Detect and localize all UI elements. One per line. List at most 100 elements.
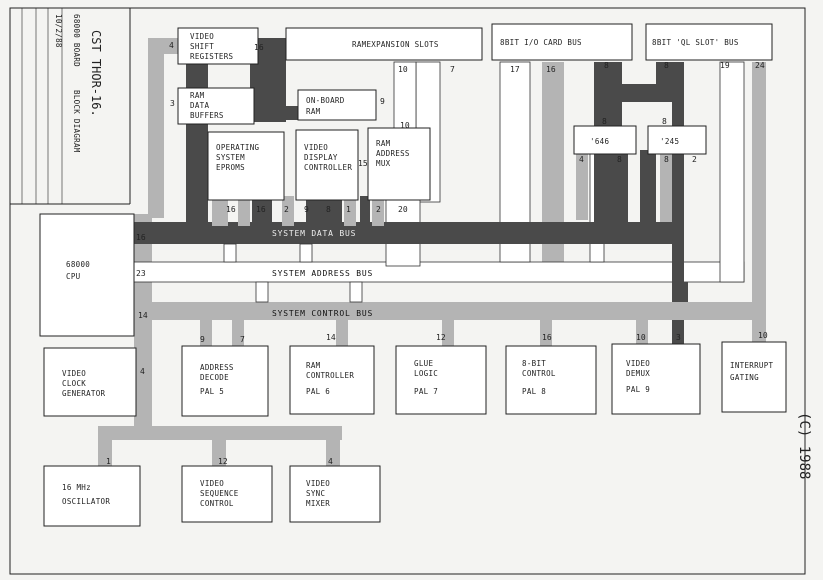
- block-16mhz-oscillator: 16 MHz OSCILLATOR: [43, 465, 141, 527]
- svg-text:15: 15: [358, 159, 368, 168]
- control-bus-label: SYSTEM CONTROL BUS: [272, 309, 373, 318]
- svg-text:16: 16: [256, 205, 266, 214]
- title-text: CST THOR-16.: [89, 30, 103, 117]
- svg-text:8BIT I/O CARD BUS: 8BIT I/O CARD BUS: [500, 38, 582, 47]
- block-68000-cpu: 68000 CPU: [39, 213, 135, 337]
- block-on-board-ram: ON-BOARD RAM: [297, 89, 377, 121]
- svg-text:GLUE: GLUE: [414, 359, 433, 368]
- svg-text:ADDRESS: ADDRESS: [200, 363, 234, 372]
- address-bus: [133, 61, 745, 283]
- svg-text:3: 3: [170, 99, 175, 108]
- svg-text:PAL 9: PAL 9: [626, 385, 650, 394]
- svg-text:10: 10: [636, 333, 646, 342]
- svg-text:ON-BOARD: ON-BOARD: [306, 96, 345, 105]
- svg-text:MIXER: MIXER: [306, 499, 330, 508]
- svg-text:RAMEXPANSION SLOTS: RAMEXPANSION SLOTS: [352, 40, 439, 49]
- svg-text:VIDEO: VIDEO: [626, 359, 650, 368]
- svg-text:9: 9: [200, 335, 205, 344]
- svg-text:10: 10: [398, 65, 408, 74]
- svg-text:14: 14: [138, 311, 148, 320]
- svg-text:PAL 6: PAL 6: [306, 387, 330, 396]
- svg-text:SYSTEM: SYSTEM: [216, 153, 245, 162]
- svg-text:8: 8: [326, 205, 331, 214]
- svg-text:BUFFERS: BUFFERS: [190, 111, 224, 120]
- svg-text:8-BIT: 8-BIT: [522, 359, 546, 368]
- svg-text:CONTROLLER: CONTROLLER: [304, 163, 352, 172]
- svg-text:PAL 7: PAL 7: [414, 387, 438, 396]
- svg-text:EPROMS: EPROMS: [216, 163, 245, 172]
- copyright-text: (C) 1988: [796, 412, 812, 479]
- svg-text:7: 7: [240, 335, 245, 344]
- svg-text:MUX: MUX: [376, 159, 391, 168]
- svg-text:4: 4: [328, 457, 333, 466]
- title-date: 10/2/88: [54, 14, 63, 48]
- block-io-card-bus: 8BIT I/O CARD BUS: [491, 23, 633, 61]
- svg-text:2: 2: [692, 155, 697, 164]
- svg-text:68000: 68000: [66, 260, 90, 269]
- svg-text:REGISTERS: REGISTERS: [190, 52, 234, 61]
- svg-text:SHIFT: SHIFT: [190, 42, 214, 51]
- svg-text:ADDRESS: ADDRESS: [376, 149, 410, 158]
- svg-text:16: 16: [226, 205, 236, 214]
- svg-text:VIDEO: VIDEO: [62, 369, 86, 378]
- svg-text:RAM: RAM: [190, 91, 205, 100]
- data-bus-label: SYSTEM DATA BUS: [272, 229, 356, 238]
- block-ram-data-buffers: RAM DATA BUFFERS: [177, 87, 255, 125]
- svg-text:1: 1: [106, 457, 111, 466]
- svg-text:1: 1: [346, 205, 351, 214]
- svg-text:9: 9: [304, 205, 309, 214]
- svg-text:23: 23: [136, 269, 146, 278]
- svg-text:4: 4: [140, 367, 145, 376]
- block-interrupt-gating: INTERRUPT GATING: [721, 341, 787, 413]
- svg-text:8: 8: [664, 155, 669, 164]
- svg-text:10: 10: [758, 331, 768, 340]
- block-8bit-control: 8-BIT CONTROL PAL 8: [505, 345, 597, 415]
- bus-width-labels: 16 4 10 7 17 16 8 8 19 24 3 9 10 8 8 4 8…: [106, 41, 768, 466]
- svg-text:CPU: CPU: [66, 272, 80, 281]
- svg-text:12: 12: [436, 333, 446, 342]
- svg-text:PAL 8: PAL 8: [522, 387, 546, 396]
- title-block: 10/2/88 68000 BOARD BLOCK DIAGRAM CST TH…: [10, 8, 131, 205]
- svg-text:GATING: GATING: [730, 373, 759, 382]
- svg-text:'245: '245: [660, 137, 679, 146]
- svg-text:9: 9: [380, 97, 385, 106]
- svg-text:16 MHz: 16 MHz: [62, 483, 91, 492]
- svg-text:16: 16: [254, 43, 264, 52]
- block-ram-expansion-slots: RAMEXPANSION SLOTS: [285, 27, 483, 61]
- block-ram-controller: RAM CONTROLLER PAL 6: [289, 345, 375, 415]
- svg-text:RAM: RAM: [306, 107, 321, 116]
- svg-text:VIDEO: VIDEO: [304, 143, 328, 152]
- svg-text:LOGIC: LOGIC: [414, 369, 438, 378]
- block-video-clock-generator: VIDEO CLOCK GENERATOR: [43, 347, 137, 417]
- diagram-frame: [9, 7, 806, 575]
- svg-text:PAL 5: PAL 5: [200, 387, 224, 396]
- svg-text:14: 14: [326, 333, 336, 342]
- svg-text:2: 2: [284, 205, 289, 214]
- block-ic-646: '646: [573, 125, 637, 155]
- svg-text:4: 4: [579, 155, 584, 164]
- block-ram-address-mux: RAM ADDRESS MUX: [367, 127, 431, 201]
- title-subtitle-2: BLOCK DIAGRAM: [72, 90, 81, 153]
- svg-text:3: 3: [676, 333, 681, 342]
- svg-text:8: 8: [602, 117, 607, 126]
- block-video-display-controller: VIDEO DISPLAY CONTROLLER: [295, 129, 359, 201]
- svg-text:17: 17: [510, 65, 520, 74]
- block-video-sequence-control: VIDEO SEQUENCE CONTROL: [181, 465, 273, 523]
- address-bus-label: SYSTEM ADDRESS BUS: [272, 269, 373, 278]
- svg-text:CONTROL: CONTROL: [522, 369, 556, 378]
- svg-text:16: 16: [546, 65, 556, 74]
- block-glue-logic: GLUE LOGIC PAL 7: [395, 345, 487, 415]
- block-video-sync-mixer: VIDEO SYNC MIXER: [289, 465, 381, 523]
- svg-text:CONTROLLER: CONTROLLER: [306, 371, 354, 380]
- svg-text:RAM: RAM: [306, 361, 321, 370]
- svg-text:4: 4: [169, 41, 174, 50]
- block-video-demux: VIDEO DEMUX PAL 9: [611, 343, 701, 415]
- svg-text:16: 16: [136, 233, 146, 242]
- block-address-decode: ADDRESS DECODE PAL 5: [181, 345, 269, 417]
- svg-text:7: 7: [450, 65, 455, 74]
- svg-text:8: 8: [662, 117, 667, 126]
- title-subtitle: 68000 BOARD: [72, 14, 81, 67]
- block-operating-system-eproms: OPERATING SYSTEM EPROMS: [207, 131, 285, 201]
- svg-text:20: 20: [398, 205, 408, 214]
